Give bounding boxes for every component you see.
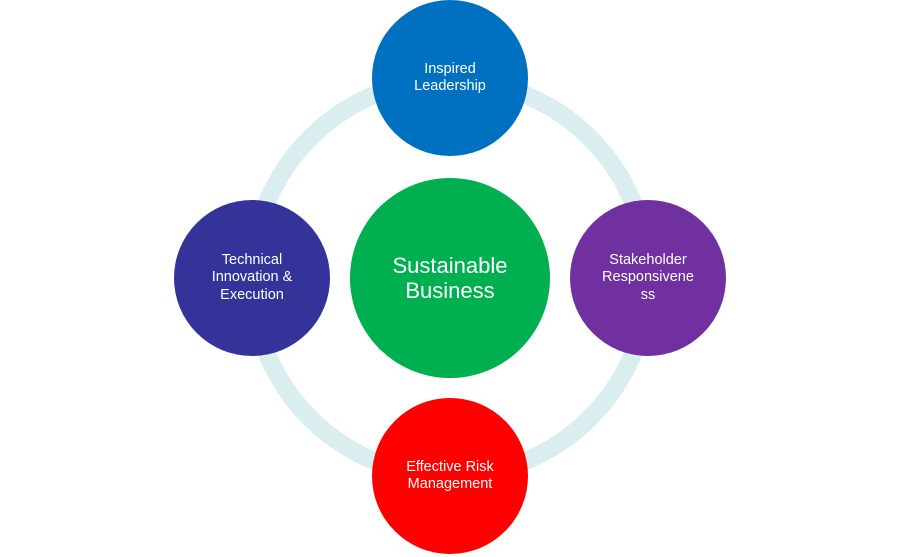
- node-top-label: Inspired Leadership: [414, 60, 486, 94]
- node-stakeholder-responsiveness: Stakeholder Responsivene ss: [570, 200, 726, 356]
- node-effective-risk-management: Effective Risk Management: [372, 398, 528, 554]
- center-circle-sustainable-business: Sustainable Business: [350, 178, 550, 378]
- center-label: Sustainable Business: [392, 252, 508, 303]
- node-right-label: Stakeholder Responsivene ss: [602, 251, 694, 303]
- node-bottom-label: Effective Risk Management: [406, 458, 494, 492]
- node-technical-innovation-execution: Technical Innovation & Execution: [174, 200, 330, 356]
- node-inspired-leadership: Inspired Leadership: [372, 0, 528, 156]
- node-left-label: Technical Innovation & Execution: [211, 251, 293, 303]
